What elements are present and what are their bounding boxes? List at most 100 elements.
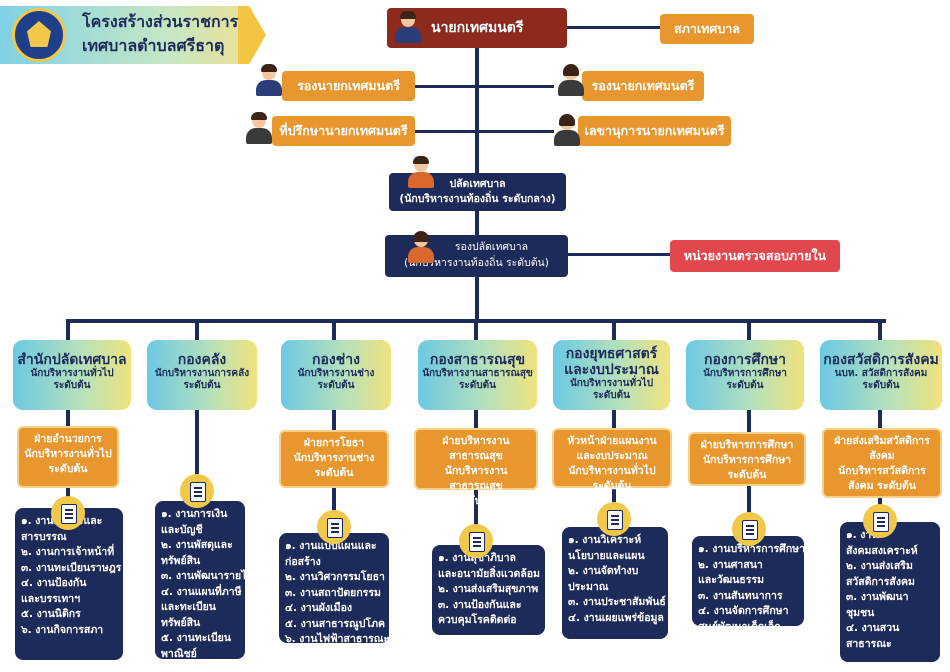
section-line: นักบริหารสวัสดิการ (838, 465, 926, 477)
section-line: ระดับต้น (48, 463, 88, 475)
deputy-mayor-right-box: รองนายกเทศมนตรี (582, 71, 704, 101)
division-level: ระดับต้น (593, 390, 630, 401)
division-title: กองสาธารณสุข (429, 352, 526, 368)
division-level: ระดับต้น (317, 380, 355, 391)
document-icon (732, 512, 766, 546)
task-item: สวัสดิการสังคม (846, 575, 915, 588)
task-item: ๒. งานพัสดุและ (161, 539, 233, 551)
page-title-line1: โครงสร้างส่วนราชการ (82, 12, 239, 31)
division-connector (66, 320, 70, 518)
divisions-vertical-connector (475, 275, 479, 321)
division-position: นักบริหารงานทั่วไป (30, 368, 114, 379)
task-item: ๓. งานป้องกันและ (438, 598, 522, 611)
task-item: ๕. งานนิติกร (21, 608, 81, 620)
section-line: ฝ่ายส่งเสริมสวัสดิการ (834, 435, 930, 447)
section-line: ระดับต้น (314, 467, 354, 479)
document-glyph-icon (873, 512, 889, 532)
task-item: ๔. งานเผยแพร่ข้อมูล (568, 611, 664, 624)
section-line: ระดับต้น (592, 480, 632, 492)
task-item: พาณิชย์ (161, 647, 197, 660)
task-item: ๓. งานทะเบียนราษฎร (21, 561, 122, 574)
division-header: สำนักปลัดเทศบาลนักบริหารงานทั่วไประดับต้… (13, 340, 131, 410)
secretary-box: เลขานุการนายกเทศมนตรี (578, 116, 731, 146)
page-title: โครงสร้างส่วนราชการ เทศบาลตำบลศรีธาตุ (82, 10, 252, 58)
page-title-line2: เทศบาลตำบลศรีธาตุ (82, 36, 225, 55)
task-list: ๑. งานบริหารการศึกษา๒. งานศาสนาและวัฒนธร… (692, 536, 804, 626)
task-list: ๑. งานแบบแผนและก่อสร้าง๒. งานวิศวกรรมโยธ… (279, 533, 389, 643)
document-icon (51, 496, 85, 530)
division-title: กองการศึกษา (703, 352, 787, 368)
task-item: ๓. งานประชาสัมพันธ์ (568, 596, 666, 608)
division-position: นักบริหารงานการคลัง (154, 368, 250, 379)
task-item: ๓. งานพัฒนารายได้ (161, 570, 245, 582)
section-line: และงบประมาณ (576, 450, 648, 462)
task-item: ๑. งานการเงิน (161, 508, 228, 520)
task-item: ศูนย์พัฒนาเด็กเล็ก (698, 620, 798, 627)
task-item: และวัฒนธรรม (698, 574, 765, 586)
section-line: ฝ่ายอำนวยการ (34, 433, 102, 445)
task-item: ๒. งานวิศวกรรมโยธา (285, 571, 385, 583)
division-header: กองสวัสดิการสังคมนบห. สวัสดิการสังคมระดั… (820, 340, 942, 410)
logo-emblem-icon (27, 21, 51, 47)
division-level: ระดับต้น (53, 380, 91, 391)
main-vertical-connector (475, 40, 479, 250)
section-line: นักบริหารงานทั่วไป (24, 448, 112, 460)
section-line: สังคม ระดับต้น (848, 480, 916, 492)
clerk-person-icon (406, 156, 436, 188)
section-line: นักบริหารงานสาธารณสุข (444, 465, 508, 492)
task-item: ๓. งานสถาปัตยกรรม (285, 586, 381, 599)
task-item: ๔. งานจัดการศึกษา (698, 605, 789, 617)
section-line: ฝ่ายการโยธา (303, 437, 365, 449)
advisor-connector (412, 130, 554, 133)
deputy-right-person-icon (556, 64, 586, 96)
task-item: ทรัพย์สิน (161, 616, 201, 629)
division-title: กองช่าง (312, 352, 360, 368)
task-item: ๒. งานจัดทำงบ (568, 565, 639, 577)
task-item: ๔. งานสวน (846, 622, 900, 634)
task-item: ๕. งานทะเบียน (161, 632, 231, 644)
task-item: ๓. งานสันทนาการ (698, 589, 783, 602)
section-line: สังคม (869, 450, 895, 462)
task-item: และบัญชี (161, 523, 203, 536)
document-glyph-icon (190, 482, 206, 502)
secretary-person-icon (552, 114, 582, 146)
task-list: ๑. งานสังคมสงเคราะห์๒. งานส่งเสริมสวัสดิ… (840, 522, 940, 662)
clerk-title: ปลัดเทศบาล (449, 178, 506, 190)
division-header: กองยุทธศาสตร์และงบประมาณนักบริหารงานทั่ว… (553, 340, 670, 410)
task-item: และอนามัยสิ่งแวดล้อม (438, 567, 540, 580)
document-icon (317, 510, 351, 544)
task-item: ๔. งานแผนที่ภาษี (161, 585, 242, 598)
task-item: นโยบายและแผน (568, 549, 645, 562)
division-connector (195, 320, 199, 511)
task-item: และบรรเทาฯ (21, 592, 81, 605)
section-line: ระดับต้น (456, 495, 496, 507)
council-connector (566, 26, 662, 29)
section-box: ฝ่ายบริหารงานสาธารณสุขนักบริหารงานสาธารณ… (414, 428, 538, 507)
section-line: ฝ่ายบริหารงานสาธารณสุข (442, 435, 510, 462)
division-position: นักบริหารการศึกษา (703, 368, 787, 379)
municipal-clerk-box: ปลัดเทศบาล (นักบริหารงานท้องถิ่น ระดับกล… (389, 173, 566, 211)
task-item: ๑. งานสุขาภิบาล (438, 552, 516, 564)
document-glyph-icon (742, 520, 758, 540)
division-level: ระดับต้น (862, 380, 900, 391)
division-title: สำนักปลัดเทศบาล (17, 352, 127, 368)
division-level: ระดับต้น (459, 380, 496, 391)
advisor-box: ที่ปรึกษานายกเทศมนตรี (272, 116, 415, 146)
task-item: ชุมชน (846, 606, 875, 619)
council-box: สภาเทศบาล (660, 14, 754, 44)
deputy-connector (412, 85, 554, 88)
deputy-left-person-icon (254, 64, 284, 96)
internal-audit-box: หน่วยงานตรวจสอบภายใน (670, 240, 840, 272)
task-item: สังคมสงเคราะห์ (846, 544, 918, 557)
task-item: ประมาณ (568, 580, 609, 593)
task-item: ทรัพย์สิน (161, 554, 201, 567)
division-position: นบห. สวัสดิการสังคม (834, 368, 928, 379)
deputy-clerk-person-icon (406, 231, 436, 263)
division-position: นักบริหารงานสาธารณสุข (422, 368, 533, 379)
task-list: ๑. งานการเงินและบัญชี๒. งานพัสดุและทรัพย… (155, 501, 245, 659)
division-header: กองคลังนักบริหารงานการคลังระดับต้น (147, 340, 257, 410)
document-glyph-icon (61, 504, 77, 524)
task-item: ๒. งานส่งเสริม (846, 560, 913, 572)
task-item: ๑. งานวิเคราะห์ (568, 534, 642, 546)
section-box: ฝ่ายอำนวยการนักบริหารงานทั่วไประดับต้น (17, 426, 119, 488)
